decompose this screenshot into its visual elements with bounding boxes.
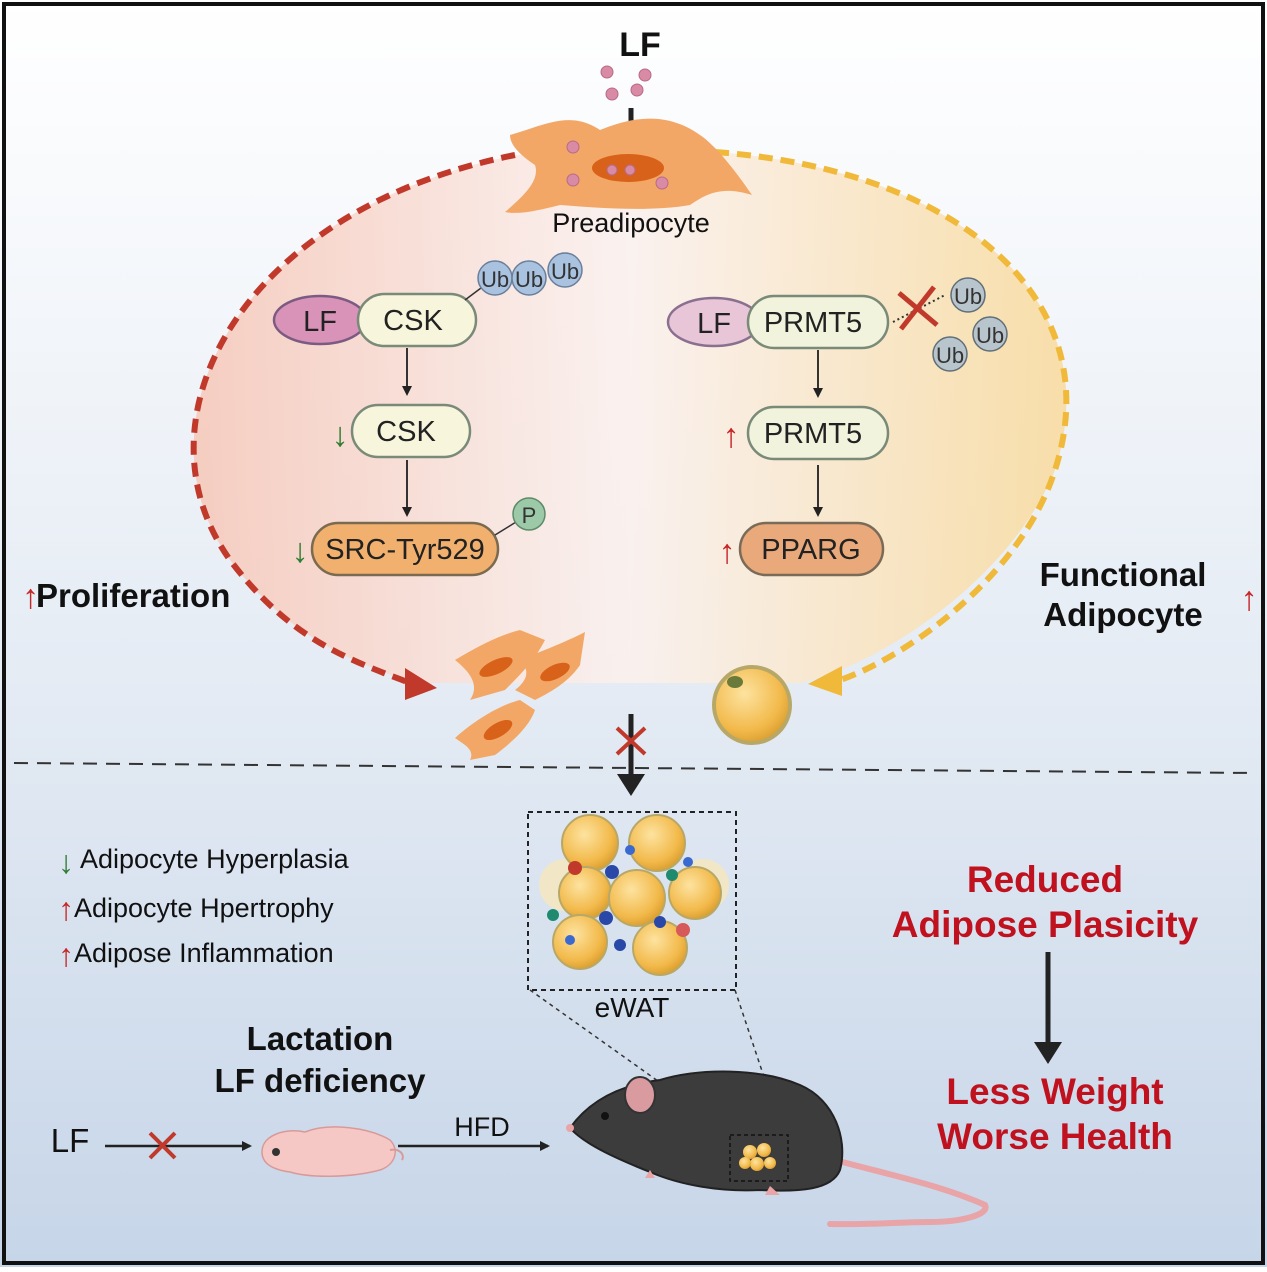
adipocyte-cell: [712, 665, 792, 745]
block-x-icon: [615, 726, 647, 756]
functional-up-arrow: ↑: [1241, 580, 1258, 618]
red-arrowhead: [405, 668, 437, 700]
svg-text:Ub: Ub: [551, 259, 579, 284]
effect-arrow: ↓: [58, 844, 74, 880]
svg-text:Ub: Ub: [936, 343, 964, 368]
outcome-plasticity: Adipose Plasicity: [892, 904, 1199, 945]
down-arrow: ↓: [292, 532, 309, 570]
functional-label: Functional: [1040, 556, 1207, 593]
effect-arrow: ↑: [58, 891, 74, 927]
down-arrow: ↓: [332, 416, 349, 454]
svg-text:Ub: Ub: [954, 284, 982, 309]
functional-dashed-arrow: [714, 149, 1070, 683]
lactation-label: Lactation: [247, 1020, 394, 1057]
svg-text:PRMT5: PRMT5: [764, 418, 862, 450]
effects-list: ↓ Adipocyte Hyperplasia ↑ Adipocyte Hper…: [58, 844, 350, 973]
svg-text:CSK: CSK: [376, 416, 436, 448]
proliferating-cells: [455, 630, 585, 760]
proliferation-dashed-arrow: [190, 152, 516, 686]
ub-bead: [932, 336, 968, 372]
ub-bead: [547, 252, 583, 288]
outcome-reduced: Reduced: [967, 859, 1123, 900]
ewat-label: eWAT: [595, 992, 670, 1023]
ewat-inset-box: [527, 811, 737, 991]
effect-label: Adipose Inflammation: [74, 938, 334, 968]
proliferation-label: Proliferation: [36, 577, 230, 614]
preadipocyte-label: Preadipocyte: [552, 208, 710, 238]
yellow-arrowhead: [808, 666, 842, 696]
svg-text:Ub: Ub: [515, 267, 543, 292]
svg-text:P: P: [522, 503, 537, 528]
pup-icon: [261, 1126, 404, 1177]
ewat-tissue: [539, 814, 729, 976]
svg-text:Ub: Ub: [976, 323, 1004, 348]
svg-text:LF: LF: [303, 306, 337, 338]
svg-text:SRC-Tyr529: SRC-Tyr529: [325, 534, 485, 566]
inhibit-x-icon: [897, 285, 939, 331]
outcome-less-weight: Less Weight: [946, 1071, 1163, 1112]
csk-complex-pill: [356, 292, 478, 348]
svg-text:PRMT5: PRMT5: [764, 307, 862, 339]
csk-pill: [350, 403, 472, 459]
adipocyte-label: Adipocyte: [1043, 596, 1203, 633]
left-pathway: LF CSK Ub Ub Ub ↓ CSK ↓ SRC-Tyr529 P: [272, 252, 583, 577]
ub-bead: [511, 260, 547, 296]
lf-bottom-label: LF: [51, 1122, 90, 1159]
ub-bead: [972, 316, 1008, 352]
lf-particles: [600, 65, 652, 101]
up-arrow: ↑: [723, 417, 740, 455]
phospho-bead: [512, 497, 546, 531]
lf-deficiency-label: LF deficiency: [215, 1062, 427, 1099]
prmt5-pill: [746, 405, 890, 461]
preadipocyte-cell: [505, 118, 752, 213]
svg-text:LF: LF: [697, 308, 731, 340]
proliferation-up-arrow: ↑: [22, 578, 39, 616]
svg-text:Ub: Ub: [481, 267, 509, 292]
cross-icon: [148, 1131, 177, 1160]
pparg-pill: [738, 521, 885, 577]
effect-label: Adipocyte Hpertrophy: [74, 893, 334, 923]
hfd-label: HFD: [454, 1112, 510, 1142]
up-arrow: ↑: [719, 533, 736, 571]
src-tyr529-pill: [310, 521, 500, 577]
effect-arrow: ↑: [58, 937, 74, 973]
outcome-worse-health: Worse Health: [937, 1116, 1173, 1157]
mouse-icon: [566, 1070, 989, 1228]
lf-title: LF: [619, 26, 661, 64]
svg-text:PPARG: PPARG: [761, 534, 860, 566]
right-pathway: LF PRMT5 Ub Ub Ub ↑ PRMT5 ↑ PPARG: [666, 277, 1008, 577]
zoom-line: [529, 989, 739, 1139]
ub-bead: [950, 277, 986, 313]
effect-label: Adipocyte Hyperplasia: [80, 844, 350, 874]
svg-text:CSK: CSK: [383, 305, 443, 337]
prmt5-complex-pill: [746, 294, 890, 350]
